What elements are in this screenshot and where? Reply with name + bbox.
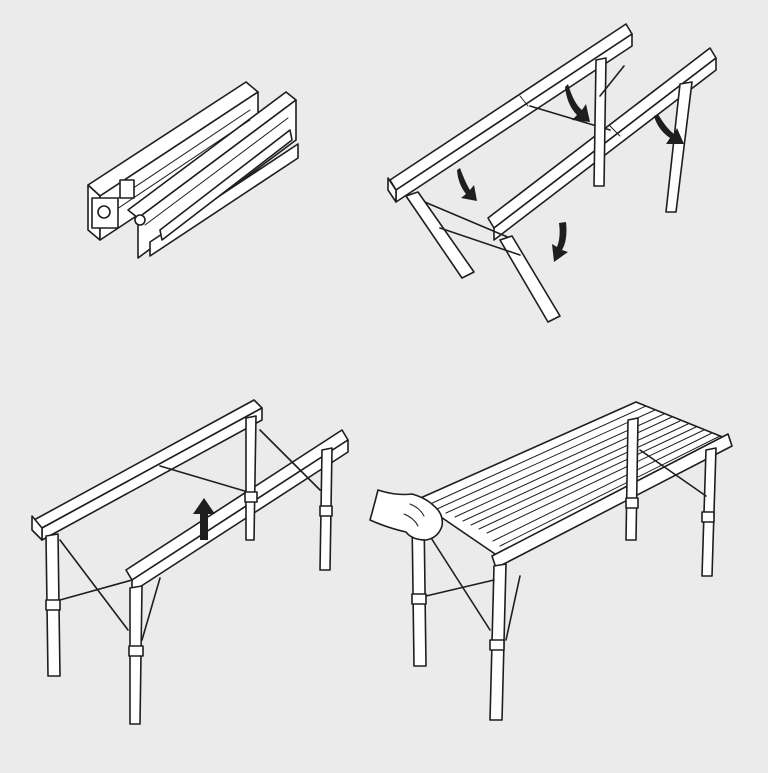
step-4-table-complete [369, 401, 733, 721]
step3-center-strut [159, 465, 249, 493]
step2-arrow-rotate-2 [457, 168, 477, 201]
step2-leg-front-right [665, 81, 693, 213]
step-2-unfolding [387, 23, 717, 323]
step3-leg-back-right [245, 415, 257, 541]
step3-arrow-up [193, 498, 215, 540]
step2-leg-back-right [593, 57, 607, 187]
step2-leg-front-left [499, 235, 561, 323]
step4-leg-back-right [625, 417, 639, 541]
step4-front-rail [491, 433, 733, 569]
folded-hinge-knob [97, 205, 111, 219]
step2-arrow-rotate-3 [654, 114, 684, 144]
step2-arrow-rotate-4 [552, 222, 568, 262]
folded-leg-tube-1 [149, 143, 299, 257]
step4-slats [427, 405, 721, 547]
folded-hinge-plate [91, 197, 119, 229]
step-3-frame-open [31, 399, 349, 725]
step2-leg-back-left [405, 191, 475, 279]
step2-arrow-rotate-1 [565, 84, 590, 122]
step3-back-rail-end [31, 515, 43, 541]
folded-leg-tube-2 [159, 129, 293, 241]
step-1-folded-table [87, 81, 299, 259]
step2-back-rail-end [387, 177, 397, 203]
